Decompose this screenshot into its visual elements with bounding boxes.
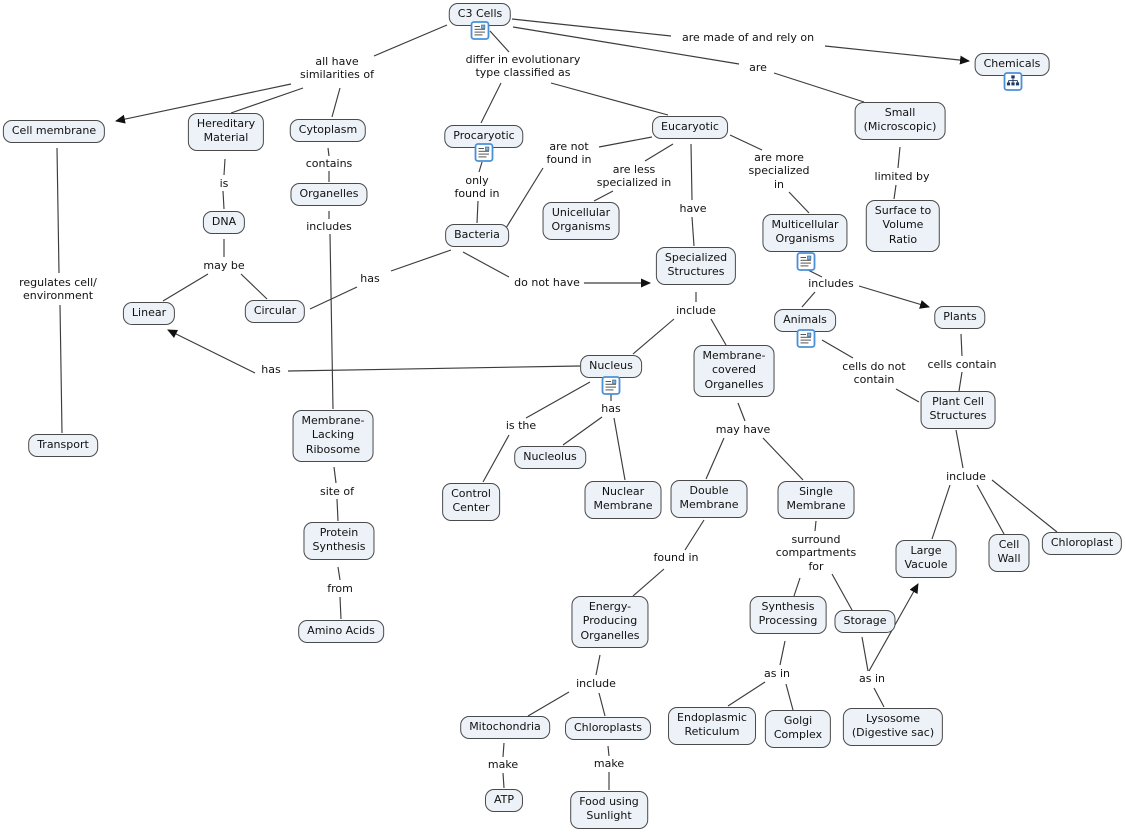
node-plants[interactable]: Plants <box>934 306 986 330</box>
link-label-include-energy[interactable]: include <box>576 677 616 690</box>
node-single-membrane[interactable]: Single Membrane <box>777 481 855 519</box>
link-label-are-made-of-and-rely-on[interactable]: are made of and rely on <box>681 31 815 44</box>
node-dna[interactable]: DNA <box>202 211 246 235</box>
link-label-contains[interactable]: contains <box>305 157 353 170</box>
link-label-found-in[interactable]: found in <box>653 551 699 564</box>
node-specialized-structures[interactable]: Specialized Structures <box>655 247 737 285</box>
node-membrane-covered-organelles[interactable]: Membrane- covered Organelles <box>693 345 775 397</box>
node-food-using-sunlight[interactable]: Food using Sunlight <box>570 791 648 829</box>
node-linear[interactable]: Linear <box>122 302 176 326</box>
resource-icon[interactable] <box>474 143 494 162</box>
link-label-has-bacteria[interactable]: has <box>360 272 380 285</box>
resource-icon[interactable] <box>796 329 816 348</box>
link-label-are-less-specialized-in[interactable]: are less specialized in <box>596 163 672 190</box>
link-label-as-in-synthesis[interactable]: as in <box>764 667 790 680</box>
node-protein-synthesis[interactable]: Protein Synthesis <box>303 522 375 560</box>
link-label-may-have[interactable]: may have <box>715 423 771 436</box>
link-label-as-in-storage[interactable]: as in <box>859 672 885 685</box>
cmap-link-icon[interactable] <box>1003 72 1023 91</box>
link-label-from[interactable]: from <box>327 582 353 595</box>
link-label-make-mitochondria[interactable]: make <box>487 758 519 771</box>
link-label-have[interactable]: have <box>679 202 707 215</box>
link-label-may-be[interactable]: may be <box>203 259 245 272</box>
node-unicellular-organisms[interactable]: Unicellular Organisms <box>542 202 620 240</box>
link-label-differ-in-evolutionary-type[interactable]: differ in evolutionary type classified a… <box>465 53 581 80</box>
node-chloroplast[interactable]: Chloroplast <box>1041 532 1123 556</box>
link-label-includes-multicellular[interactable]: includes <box>808 277 854 290</box>
link-label-include-plant-cell[interactable]: include <box>946 470 986 483</box>
link-label-regulates-cell-environment[interactable]: regulates cell/ environment <box>19 276 97 303</box>
node-double-membrane[interactable]: Double Membrane <box>670 480 748 518</box>
link-label-has-nucleus-linear[interactable]: has <box>261 363 281 376</box>
link-label-only-found-in[interactable]: only found in <box>454 174 500 201</box>
node-circular[interactable]: Circular <box>244 300 306 324</box>
node-plant-cell-structures[interactable]: Plant Cell Structures <box>920 391 996 429</box>
node-mitochondria[interactable]: Mitochondria <box>460 716 550 740</box>
link-label-site-of[interactable]: site of <box>320 485 354 498</box>
link-label-is-the[interactable]: is the <box>505 419 537 432</box>
link-label-are-more-specialized-in[interactable]: are more specialized in <box>748 151 810 191</box>
node-c3-cells[interactable]: C3 Cells <box>448 3 512 27</box>
node-transport[interactable]: Transport <box>28 434 98 458</box>
node-surface-to-volume-ratio[interactable]: Surface to Volume Ratio <box>865 200 941 252</box>
node-bacteria[interactable]: Bacteria <box>445 224 509 248</box>
link-label-limited-by[interactable]: limited by <box>874 170 930 183</box>
resource-icon[interactable] <box>601 376 621 395</box>
node-multicellular-organisms[interactable]: Multicellular Organisms <box>762 214 848 252</box>
link-label-is[interactable]: is <box>219 177 229 190</box>
link-label-cells-do-not-contain[interactable]: cells do not contain <box>842 360 906 387</box>
resource-icon[interactable] <box>796 252 816 271</box>
node-small-microscopic[interactable]: Small (Microscopic) <box>854 102 946 140</box>
link-label-surround-compartments-for[interactable]: surround compartments for <box>775 533 857 573</box>
link-label-are-not-found-in[interactable]: are not found in <box>546 140 592 167</box>
link-label-all-have-similarities-of[interactable]: all have similarities of <box>300 55 374 82</box>
node-endoplasmic-reticulum[interactable]: Endoplasmic Reticulum <box>668 707 756 745</box>
node-hereditary-material[interactable]: Hereditary Material <box>187 113 265 151</box>
node-cytoplasm[interactable]: Cytoplasm <box>289 119 367 143</box>
resource-icon[interactable] <box>470 21 490 40</box>
link-label-has-nucleus[interactable]: has <box>601 402 621 415</box>
node-large-vacuole[interactable]: Large Vacuole <box>895 540 957 578</box>
node-golgi-complex[interactable]: Golgi Complex <box>764 710 832 748</box>
node-control-center[interactable]: Control Center <box>442 483 500 521</box>
node-chemicals[interactable]: Chemicals <box>974 53 1050 77</box>
node-atp[interactable]: ATP <box>484 789 524 813</box>
node-synthesis-processing[interactable]: Synthesis Processing <box>749 596 827 634</box>
link-label-make-chloroplasts[interactable]: make <box>593 757 625 770</box>
node-chloroplasts[interactable]: Chloroplasts <box>564 717 652 741</box>
link-label-do-not-have[interactable]: do not have <box>514 276 580 289</box>
node-eucaryotic[interactable]: Eucaryotic <box>652 116 728 140</box>
link-label-cells-contain[interactable]: cells contain <box>927 358 997 371</box>
node-cell-wall[interactable]: Cell Wall <box>988 534 1030 572</box>
node-storage[interactable]: Storage <box>834 610 896 634</box>
node-nuclear-membrane[interactable]: Nuclear Membrane <box>584 481 662 519</box>
node-lysosome[interactable]: Lysosome (Digestive sac) <box>842 708 944 746</box>
node-organelles[interactable]: Organelles <box>290 183 368 207</box>
link-label-includes-organelles[interactable]: includes <box>306 220 352 233</box>
link-label-are[interactable]: are <box>749 61 767 74</box>
node-energy-producing-organelles[interactable]: Energy- Producing Organelles <box>571 596 649 648</box>
node-nucleolus[interactable]: Nucleolus <box>514 446 586 470</box>
node-membrane-lacking-ribosome[interactable]: Membrane- Lacking Ribosome <box>292 410 374 462</box>
node-amino-acids[interactable]: Amino Acids <box>298 620 384 644</box>
node-cell-membrane[interactable]: Cell membrane <box>2 120 106 144</box>
node-nucleus[interactable]: Nucleus <box>580 355 642 379</box>
link-label-include-specialized[interactable]: include <box>676 304 716 317</box>
